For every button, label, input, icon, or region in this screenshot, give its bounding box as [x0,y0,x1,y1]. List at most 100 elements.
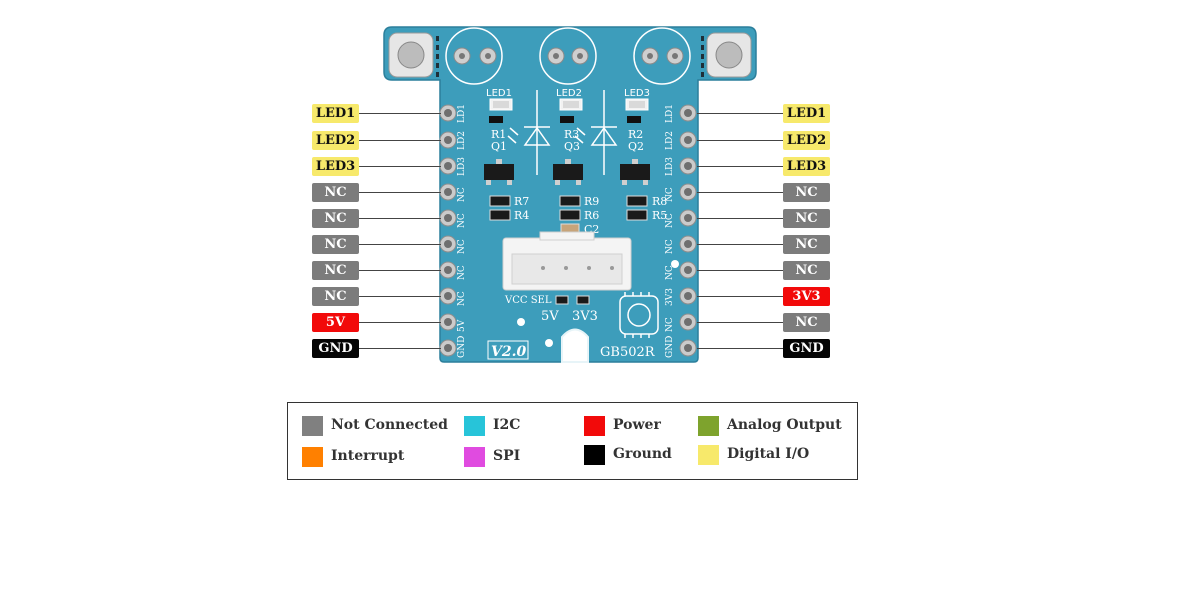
pin-hole [444,188,452,196]
silk-pin-label: NC [665,213,675,228]
pin-lead-line [359,270,441,271]
silk-led3: LED3 [624,88,650,99]
legend-label: Digital I/O [727,446,810,462]
pin-hole [444,214,452,222]
legend-label: Ground [613,446,672,462]
legend-label: Not Connected [331,417,448,433]
pin-tag-left-nc: NC [312,209,359,228]
legend-label: Analog Output [727,417,842,433]
mounting-hole-right [706,32,752,78]
pcb-outline [383,26,757,363]
led-components [489,98,649,123]
pin-tag-right-led3: LED3 [783,157,830,176]
pin-hole [444,318,452,326]
pin-hole [444,240,452,248]
board-part-number: GB502R [600,345,656,360]
brand-logo-icon [619,292,659,338]
silk-pin-label: 3V3 [665,288,675,306]
legend-swatch [698,416,719,436]
legend-swatch [698,445,719,465]
legend-swatch [584,416,605,436]
silk-pin-label: LD2 [457,131,467,150]
svg-text:Q3: Q3 [564,140,580,153]
pin-hole [444,292,452,300]
vcc-option-5v: 5V [541,309,559,324]
svg-text:Q1: Q1 [491,140,507,153]
pin-lead-line [697,348,783,349]
silk-pin-label: NC [457,187,467,202]
silk-pin-label: NC [665,265,675,280]
pin-tag-left-led1: LED1 [312,104,359,123]
mounting-slot [561,328,589,363]
silk-pin-label: NC [457,265,467,280]
pin-hole [444,109,452,117]
pin-lead-line [697,244,783,245]
pin-lead-line [359,296,441,297]
silk-pin-label: NC [457,291,467,306]
pin-lead-line [359,113,441,114]
pin-tag-right-led1: LED1 [783,104,830,123]
pin-lead-line [359,348,441,349]
pin-pads [439,104,697,357]
pin-hole [684,188,692,196]
vcc-option-3v3: 3V3 [572,309,598,324]
vcc-select-label: VCC SEL [504,295,552,306]
pin-lead-line [697,322,783,323]
svg-text:R1: R1 [491,128,506,141]
silk-pin-label: GND [665,336,675,358]
pin-hole [684,240,692,248]
pin-lead-line [697,166,783,167]
legend-swatch [464,416,485,436]
pin-lead-line [359,322,441,323]
pin-hole [684,292,692,300]
silk-pin-label: LD1 [665,104,675,123]
pin-lead-line [359,166,441,167]
legend-label: I2C [493,417,521,433]
pin-lead-line [697,218,783,219]
led-symbols [507,90,618,175]
board-version: V2.0 [491,344,526,360]
pin-hole [444,344,452,352]
silk-pin-label: 5V [457,319,467,332]
silk-pin-label: GND [457,336,467,358]
pin-tag-right-nc: NC [783,209,830,228]
pin-hole [684,266,692,274]
legend-label: Power [613,417,661,433]
pin-tag-left-led3: LED3 [312,157,359,176]
pin-lead-line [697,270,783,271]
silk-pin-label: LD2 [665,131,675,150]
pin-hole [444,266,452,274]
svg-text:R9: R9 [584,195,599,208]
silk-pin-label: NC [665,187,675,202]
legend-swatch [584,445,605,465]
pin-lead-line [359,140,441,141]
top-connectors [445,27,691,85]
pin-hole [684,162,692,170]
legend-swatch [464,447,485,467]
svg-text:R6: R6 [584,209,599,222]
svg-text:R3: R3 [564,128,579,141]
silk-pin-label: NC [457,239,467,254]
pin-lead-line [359,192,441,193]
svg-text:R2: R2 [628,128,643,141]
svg-text:R4: R4 [514,209,529,222]
pin-hole [684,109,692,117]
pin-tag-left-led2: LED2 [312,131,359,150]
pin-hole [684,136,692,144]
svg-text:R8: R8 [652,195,667,208]
pin-hole [684,318,692,326]
legend-swatch [302,447,323,467]
pin-tag-right-nc: NC [783,261,830,280]
legend-label: SPI [493,448,521,464]
pin-tag-right-nc: NC [783,183,830,202]
pin-tag-right-gnd: GND [783,339,830,358]
pin-tag-right-3v3: 3V3 [783,287,830,306]
pin-hole [684,214,692,222]
pin-tag-left-nc: NC [312,183,359,202]
pin-tag-left-5v: 5V [312,313,359,332]
pin-tag-right-nc: NC [783,235,830,254]
legend-swatch [302,416,323,436]
transistors [484,159,650,185]
